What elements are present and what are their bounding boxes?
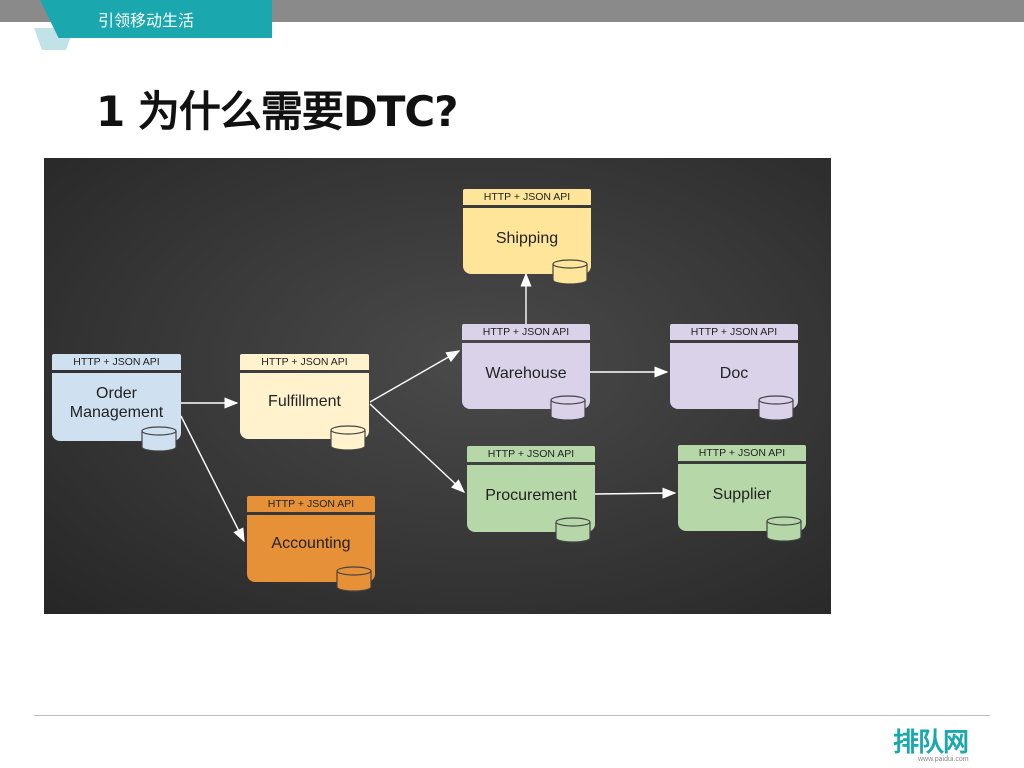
- database-icon: [766, 516, 802, 542]
- database-icon: [552, 259, 588, 285]
- service-label: Procurement: [485, 487, 577, 504]
- database-icon: [555, 517, 591, 543]
- api-label: HTTP + JSON API: [678, 445, 806, 461]
- service-fulfillment: HTTP + JSON API Fulfillment: [240, 354, 369, 439]
- database-icon: [758, 395, 794, 421]
- database-icon: [336, 566, 372, 592]
- database-icon: [550, 395, 586, 421]
- architecture-diagram: HTTP + JSON API Order Management HTTP + …: [44, 158, 831, 614]
- service-label: Warehouse: [485, 365, 567, 382]
- api-label: HTTP + JSON API: [52, 354, 181, 370]
- logo-url: www.paidui.com: [918, 756, 969, 763]
- arrow-fulfillment-warehouse: [369, 350, 461, 403]
- api-label: HTTP + JSON API: [247, 496, 375, 512]
- service-warehouse: HTTP + JSON API Warehouse: [462, 324, 590, 409]
- header-tab: [40, 0, 272, 38]
- service-label: Doc: [719, 365, 749, 382]
- arrow-procurement-supplier: [594, 487, 677, 499]
- arrow-order-accounting: [180, 415, 245, 543]
- diagram-arrows: [180, 272, 677, 543]
- database-icon: [330, 425, 366, 451]
- database-icon: [141, 426, 177, 452]
- paidui-logo: 排队网: [893, 728, 969, 758]
- service-label: Fulfillment: [268, 393, 341, 410]
- api-label: HTTP + JSON API: [463, 189, 591, 205]
- api-label: HTTP + JSON API: [467, 446, 595, 462]
- service-label: Accounting: [271, 535, 351, 552]
- service-label: Shipping: [495, 230, 559, 247]
- footer-divider: [34, 715, 990, 716]
- service-order-management: HTTP + JSON API Order Management: [52, 354, 181, 441]
- api-label: HTTP + JSON API: [240, 354, 369, 370]
- api-label: HTTP + JSON API: [670, 324, 798, 340]
- slide-title: 1 为什么需要DTC?: [96, 87, 459, 136]
- service-label: Supplier: [712, 486, 772, 503]
- service-label: Order Management: [69, 385, 164, 421]
- arrow-fulfillment-procurement: [369, 403, 466, 493]
- api-label: HTTP + JSON API: [462, 324, 590, 340]
- header-tagline: 引领移动生活: [98, 11, 195, 30]
